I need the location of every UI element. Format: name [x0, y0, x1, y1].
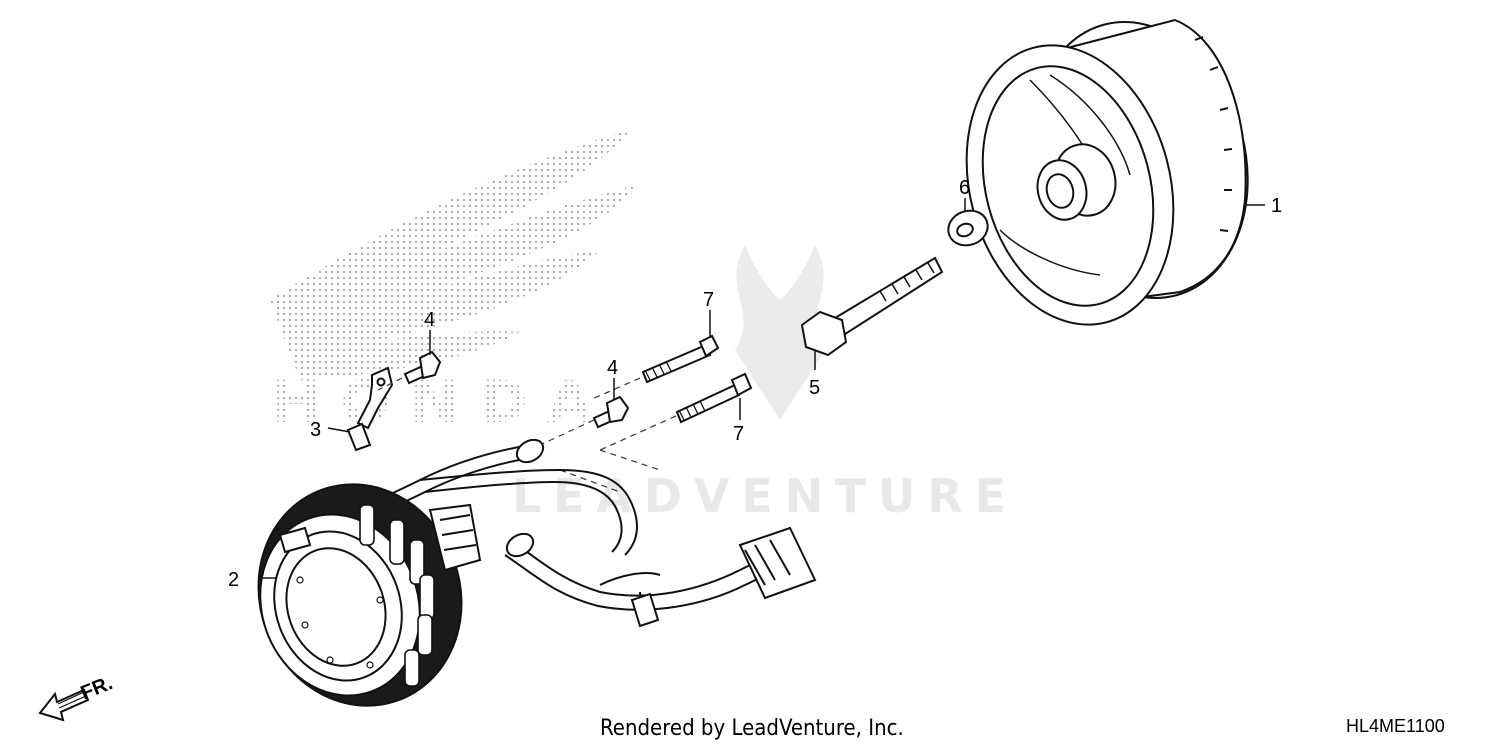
callout-part-2: 2 — [228, 569, 239, 591]
harness-connector — [630, 526, 817, 628]
callout-part-7-upper: 7 — [703, 289, 714, 311]
callout-part-4-lower: 4 — [607, 357, 618, 379]
flywheel-rotor — [965, 18, 1249, 326]
honda-wing-watermark: HONDA — [270, 130, 640, 436]
assembly-guide-lines — [377, 377, 677, 493]
callout-part-4-upper: 4 — [424, 309, 435, 331]
clamp-bolt-upper — [403, 350, 442, 385]
front-direction-indicator: FR. — [38, 672, 116, 722]
callout-leader-lines — [262, 198, 1265, 579]
wire-clamp-bracket — [346, 366, 394, 452]
callout-numbers: 1 2 3 4 4 5 6 7 7 — [228, 177, 1282, 591]
callout-part-3: 3 — [310, 419, 321, 441]
rendered-by-credit: Rendered by LeadVenture, Inc. — [600, 716, 904, 741]
washer — [947, 209, 989, 247]
stator-coil — [257, 483, 482, 707]
diagram-code: HL4ME1100 — [1346, 716, 1445, 736]
stator-bolt-upper — [641, 334, 720, 384]
callout-part-6: 6 — [959, 177, 970, 199]
dealer-watermark-text: LEADVENTURE — [512, 469, 1006, 523]
flywheel-bolt — [800, 256, 944, 357]
callout-part-5: 5 — [809, 377, 820, 399]
stator-bolt-lower — [675, 372, 753, 424]
callout-part-1: 1 — [1271, 195, 1282, 217]
front-label: FR. — [78, 672, 116, 704]
clamp-bolt-lower — [592, 395, 630, 429]
callout-part-7-lower: 7 — [733, 423, 744, 445]
